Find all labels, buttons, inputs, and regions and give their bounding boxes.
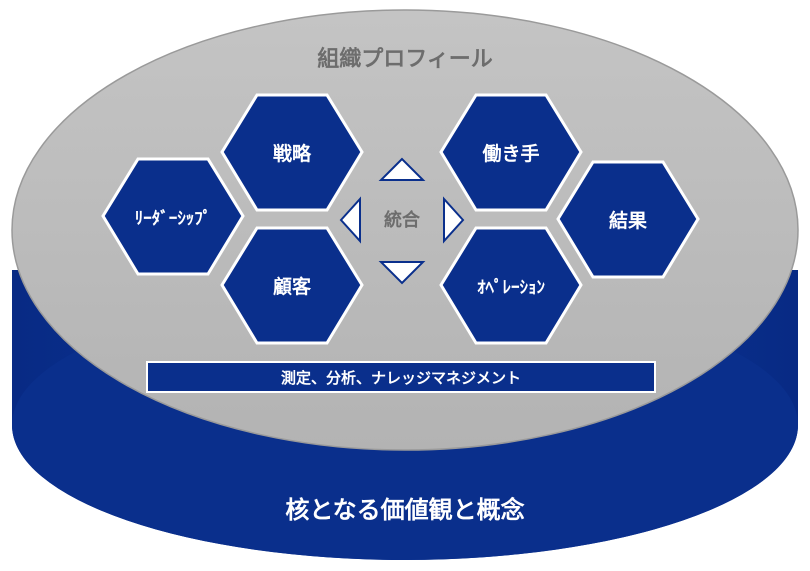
- cylinder-top: [11, 9, 799, 451]
- arrow-up-icon: [378, 157, 426, 181]
- hexagon-workforce: 働き手: [439, 93, 583, 212]
- hexagon-strategy: 戦略: [220, 93, 364, 212]
- hexagon-leadership: ﾘｰﾀﾞｰｼｯﾌﾟ: [101, 157, 245, 276]
- hexagon-customer: 顧客: [220, 226, 364, 345]
- hexagon-results: 結果: [556, 160, 700, 279]
- measurement-bar: 測定、分析、ナレッジマネジメント: [146, 361, 656, 393]
- hexagon-label-leadership: ﾘｰﾀﾞｰｼｯﾌﾟ: [135, 208, 212, 229]
- diagram-title: 組織プロフィール: [317, 46, 493, 72]
- arrow-left-icon: [339, 196, 361, 244]
- hexagon-label-operations: ｵﾍﾟﾚｰｼｮﾝ: [477, 277, 545, 298]
- hexagon-label-customer: 顧客: [273, 275, 312, 298]
- hexagon-operations: ｵﾍﾟﾚｰｼｮﾝ: [439, 226, 583, 345]
- measurement-bar-label: 測定、分析、ナレッジマネジメント: [281, 369, 521, 387]
- hexagon-label-results: 結果: [609, 209, 647, 232]
- hexagon-label-strategy: 戦略: [273, 142, 312, 165]
- hexagon-label-workforce: 働き手: [481, 142, 539, 165]
- arrow-right-icon: [443, 196, 465, 244]
- center-label: 統合: [384, 209, 421, 231]
- core-values-label: 核となる価値観と概念: [285, 496, 524, 524]
- arrow-down-icon: [378, 261, 426, 285]
